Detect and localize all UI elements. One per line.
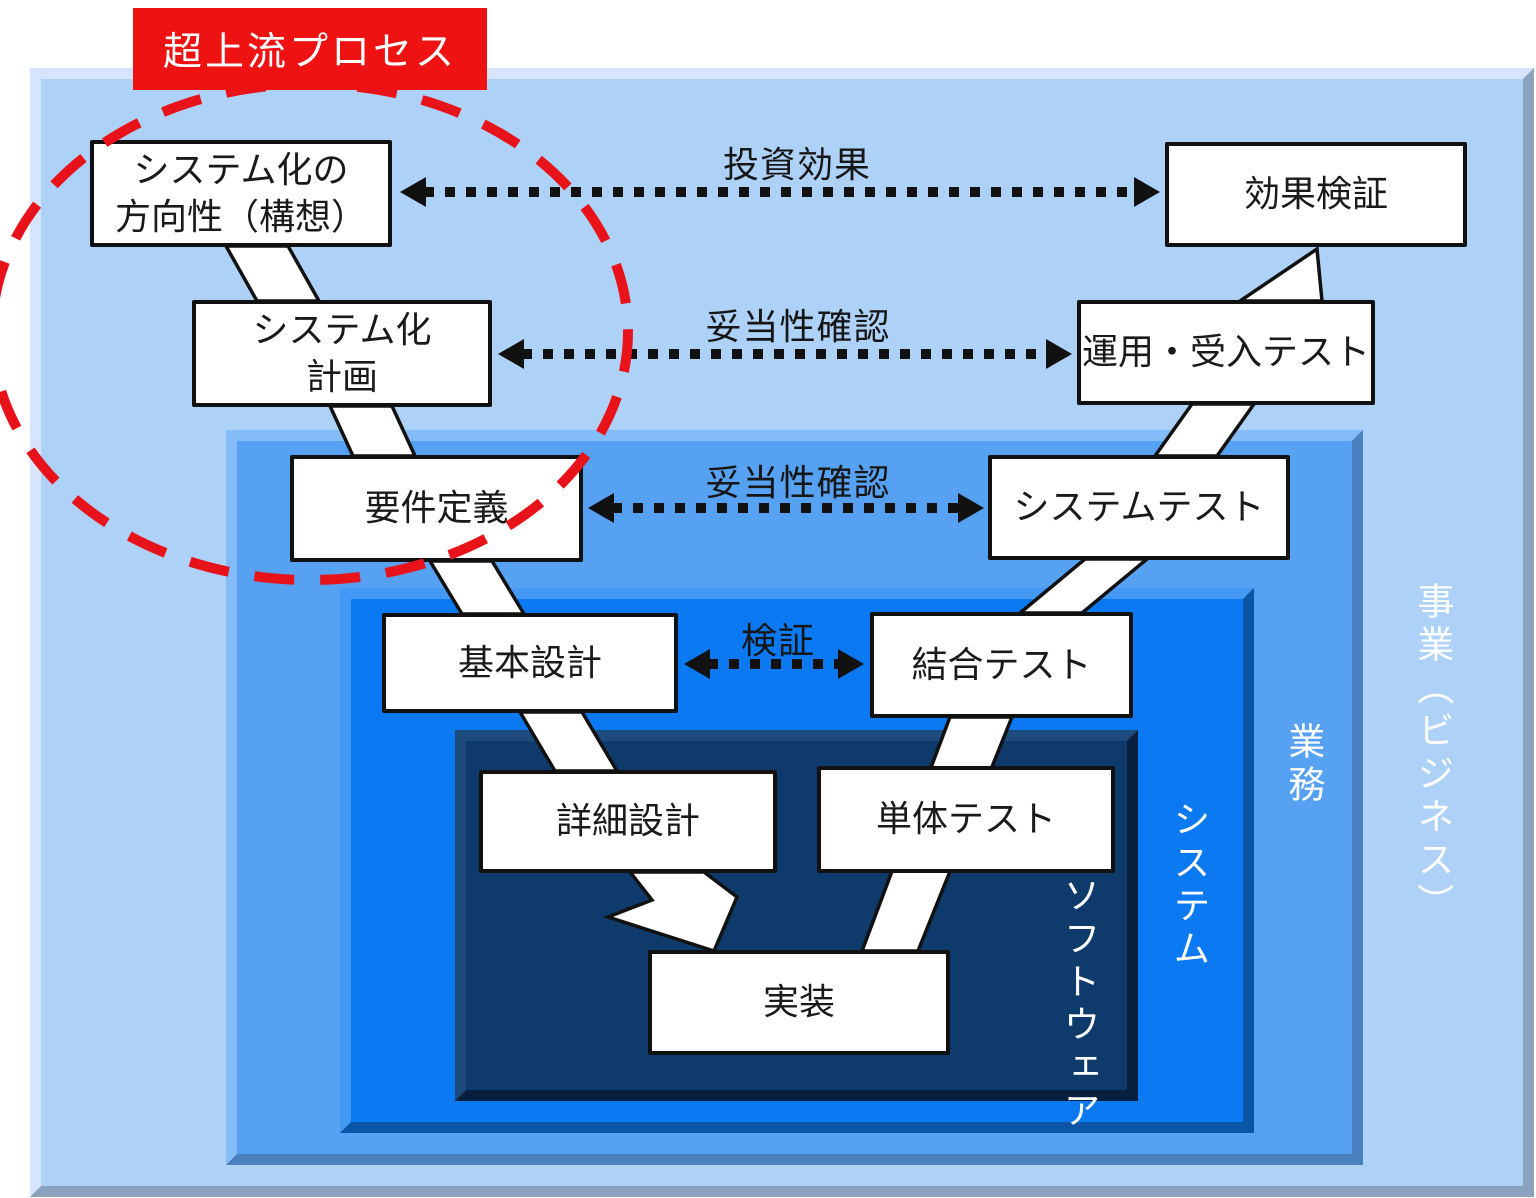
label-validation-1: 妥当性確認 [705,306,891,347]
box-implementation: 実装 [648,950,950,1055]
super-upstream-banner: 超上流プロセス [133,8,487,90]
label-verification: 検証 [740,620,816,661]
label-validation-2: 妥当性確認 [705,462,891,503]
box-detailed-design: 詳細設計 [479,770,777,873]
box-systemization-direction: システム化の 方向性（構想） [90,140,392,247]
box-requirements-definition: 要件定義 [290,455,583,562]
box-basic-design: 基本設計 [382,613,678,713]
box-system-test: システムテスト [988,455,1290,560]
label-investment-effect: 投資効果 [722,144,872,185]
box-systemization-plan: システム化 計画 [192,300,492,407]
layer-label-software: ソフトウェア [1057,876,1099,1134]
layer-label-operations: 業務 [1282,722,1324,808]
layer-label-business: 事業（ビジネス） [1411,582,1453,926]
box-effect-verification: 効果検証 [1165,142,1467,247]
box-unit-test: 単体テスト [817,766,1115,873]
box-operation-acceptance-test: 運用・受入テスト [1077,300,1375,405]
layer-label-system: システム [1167,800,1209,972]
box-integration-test: 結合テスト [870,612,1133,718]
